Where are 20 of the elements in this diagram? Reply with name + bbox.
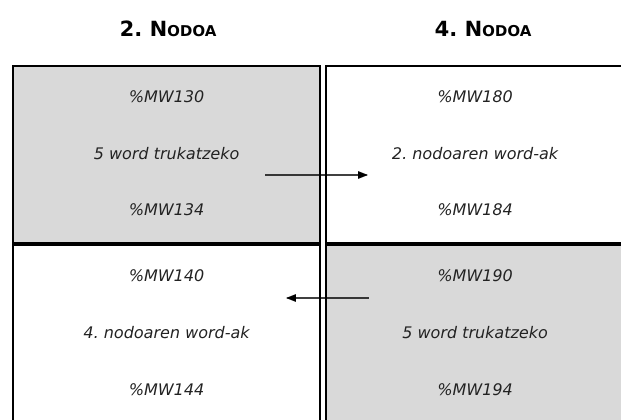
column-heading: 2. Nodoa [120, 16, 216, 43]
arrow [286, 294, 369, 302]
register-text: %MW184 [437, 199, 513, 221]
memory-block [325, 65, 621, 244]
memory-block [325, 244, 621, 420]
register-text: %MW134 [128, 199, 204, 221]
register-text: 5 word trukatzeko [94, 142, 240, 164]
register-text: %MW190 [437, 265, 513, 287]
arrow [265, 171, 368, 179]
register-text: %MW140 [128, 265, 204, 287]
register-text: 5 word trukatzeko [402, 322, 548, 344]
register-text: 2. nodoaren word-ak [392, 142, 558, 164]
memory-block [12, 65, 321, 244]
register-text: %MW130 [128, 86, 204, 108]
register-text: %MW194 [437, 379, 513, 401]
memory-block [12, 244, 321, 420]
register-text: %MW144 [128, 379, 204, 401]
register-text: 4. nodoaren word-ak [83, 322, 250, 344]
column-heading: 4. Nodoa [434, 16, 532, 43]
register-text: %MW180 [437, 86, 513, 108]
